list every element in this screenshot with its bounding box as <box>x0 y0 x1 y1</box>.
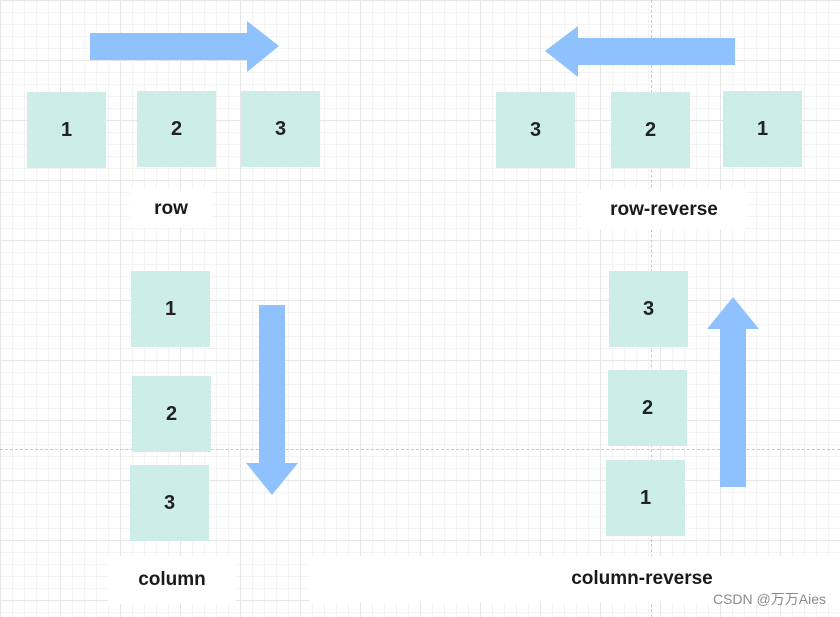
row-item-1: 1 <box>27 92 106 168</box>
column-item-2: 2 <box>132 376 211 452</box>
row-reverse-item-2: 2 <box>611 92 690 168</box>
column-item-1: 1 <box>131 271 210 347</box>
row-reverse-item-3: 3 <box>496 92 575 168</box>
arrow-right-icon <box>90 21 279 72</box>
column-reverse-item-2: 2 <box>608 370 687 446</box>
column-item-3: 3 <box>130 465 209 541</box>
row-item-3: 3 <box>241 91 320 167</box>
column-reverse-label: column-reverse <box>310 556 840 602</box>
arrow-up-icon <box>707 297 759 487</box>
guide-line-horizontal <box>0 449 840 450</box>
row-label: row <box>130 190 212 228</box>
column-reverse-item-1: 1 <box>606 460 685 536</box>
arrow-down-icon <box>246 305 298 495</box>
column-reverse-label-text: column-reverse <box>571 568 713 589</box>
column-label: column <box>108 556 236 604</box>
row-item-2: 2 <box>137 91 216 167</box>
row-reverse-item-1: 1 <box>723 91 802 167</box>
column-reverse-item-3: 3 <box>609 271 688 347</box>
arrow-left-icon <box>545 26 735 77</box>
row-reverse-label: row-reverse <box>582 190 746 230</box>
watermark: CSDN @万万Aies <box>712 591 826 607</box>
